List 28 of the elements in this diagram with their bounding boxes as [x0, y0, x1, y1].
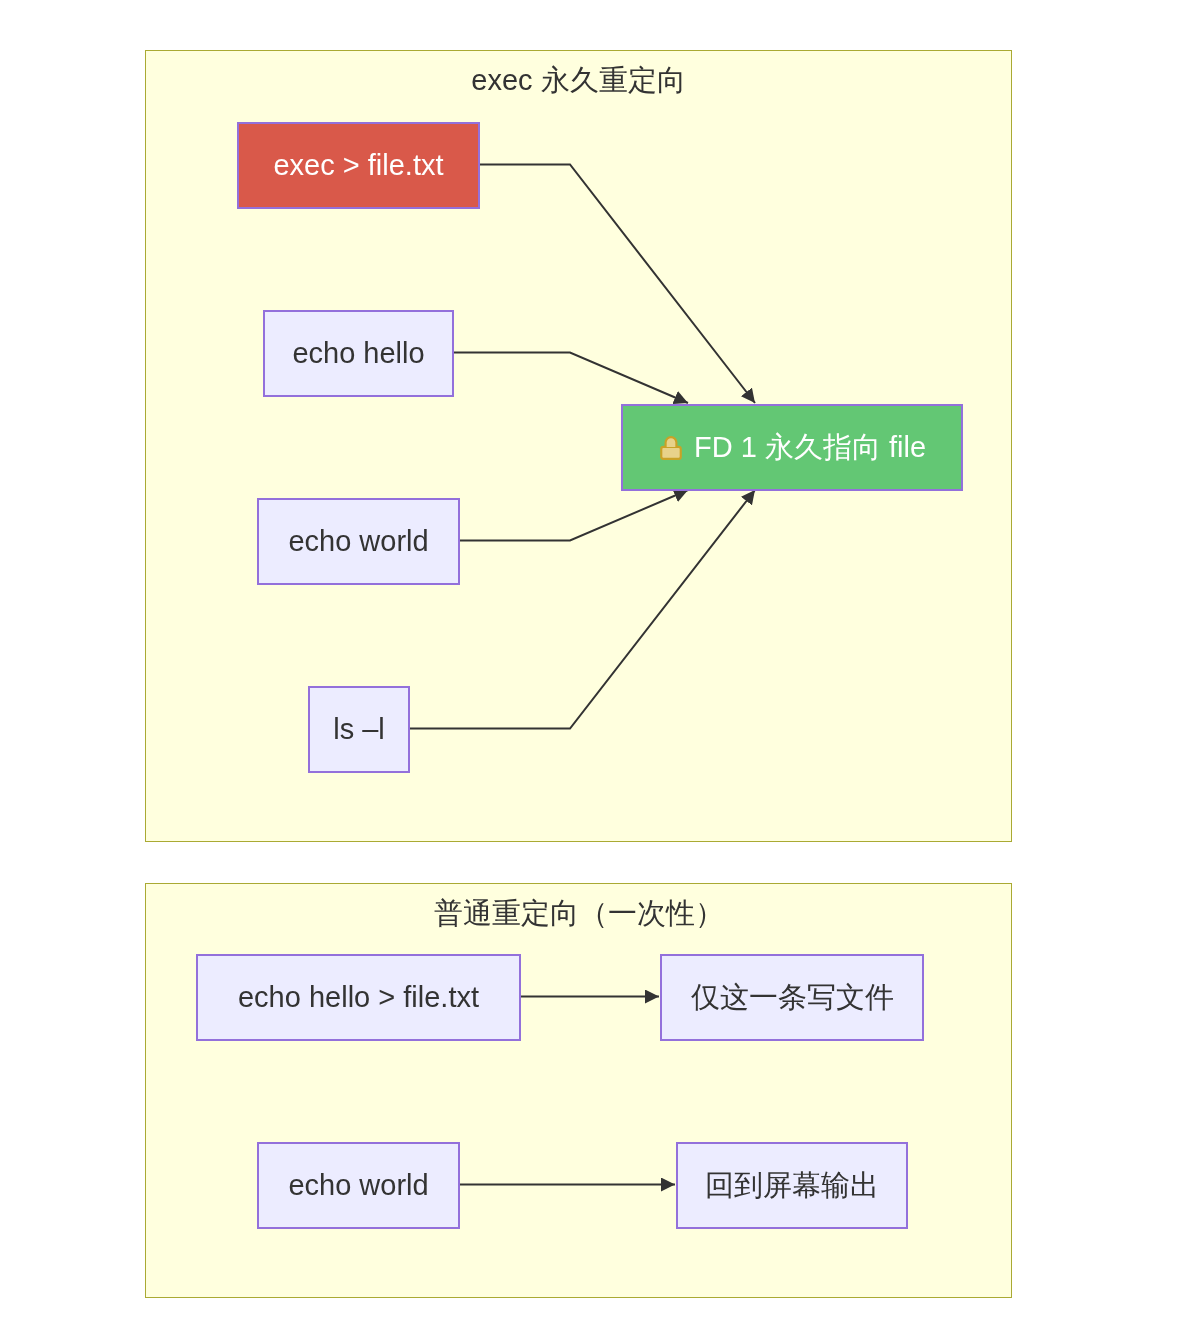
- arrow: [458, 1177, 676, 1192]
- process-box: [660, 954, 924, 1041]
- group-title: 普通重定向（一次性）: [432, 896, 725, 931]
- process-box: [257, 1142, 460, 1229]
- process-box: [263, 310, 454, 397]
- arrow: [408, 489, 756, 730]
- node-label: echo world: [288, 1169, 429, 1202]
- process-box: [676, 1142, 908, 1229]
- process-box: [196, 954, 521, 1041]
- node-label: FD 1 永久指向 file: [694, 429, 926, 465]
- arrow: [452, 351, 689, 404]
- process-box: [257, 498, 460, 585]
- node-label: exec > file.txt: [273, 149, 444, 182]
- arrow: [478, 163, 756, 404]
- arrow: [519, 989, 660, 1004]
- node-label: echo world: [288, 525, 429, 558]
- node-label: echo hello: [292, 337, 425, 370]
- node-label: echo hello > file.txt: [238, 981, 479, 1014]
- node-label: ls –l: [333, 713, 385, 746]
- process-box: [237, 122, 480, 209]
- group-title: exec 永久重定向: [470, 63, 687, 98]
- group-container: [145, 883, 1012, 1298]
- arrow: [458, 489, 689, 542]
- node-label: 回到屏幕输出: [705, 1167, 879, 1203]
- node-label: 仅这一条写文件: [690, 979, 894, 1015]
- group-container: [145, 50, 1012, 842]
- process-box: [308, 686, 410, 773]
- process-box: [621, 404, 963, 491]
